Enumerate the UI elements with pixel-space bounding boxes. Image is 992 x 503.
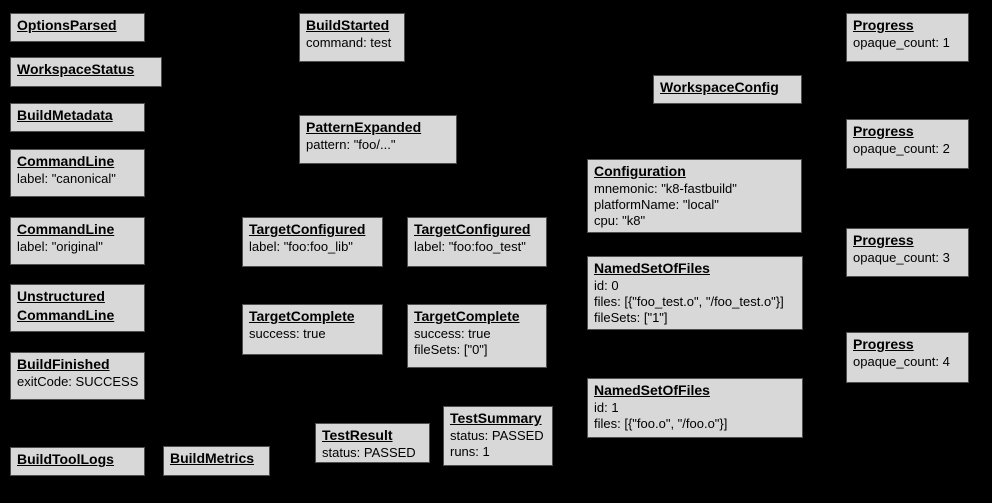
event-box-build-metrics: BuildMetrics bbox=[163, 446, 270, 476]
event-title: Configuration bbox=[594, 163, 686, 179]
event-box-target-complete-foo-lib: TargetComplete success: true bbox=[242, 304, 383, 355]
event-box-test-summary: TestSummary status: PASSED runs: 1 bbox=[443, 406, 553, 466]
event-title: BuildMetrics bbox=[170, 450, 255, 466]
event-attribute: platformName: "local" bbox=[594, 197, 719, 212]
event-attribute: runs: 1 bbox=[450, 444, 490, 459]
event-box-named-set-of-files-0: NamedSetOfFiles id: 0 files: [{"foo_test… bbox=[587, 256, 803, 330]
event-attribute: fileSets: ["0"] bbox=[414, 342, 488, 357]
event-box-build-started: BuildStarted command: test bbox=[299, 13, 405, 62]
event-title: Progress bbox=[853, 336, 914, 352]
event-box-progress-3: Progress opaque_count: 3 bbox=[846, 228, 969, 277]
event-title: NamedSetOfFiles bbox=[594, 260, 710, 276]
event-attribute: label: "foo:foo_lib" bbox=[249, 239, 353, 254]
event-box-unstructured-command-line: Unstructured CommandLine bbox=[10, 284, 145, 332]
event-attribute: exitCode: SUCCESS bbox=[17, 374, 139, 389]
event-title: BuildToolLogs bbox=[17, 451, 114, 467]
event-attribute: id: 1 bbox=[594, 400, 619, 415]
event-box-target-configured-foo-lib: TargetConfigured label: "foo:foo_lib" bbox=[242, 217, 383, 267]
event-attribute: opaque_count: 4 bbox=[853, 354, 950, 369]
event-box-workspace-config: WorkspaceConfig bbox=[653, 75, 802, 104]
event-attribute: status: PASSED bbox=[450, 428, 544, 443]
event-attribute: mnemonic: "k8-fastbuild" bbox=[594, 181, 737, 196]
event-attribute: command: test bbox=[306, 35, 392, 50]
event-box-command-line-original: CommandLine label: "original" bbox=[10, 217, 145, 265]
event-box-build-metadata: BuildMetadata bbox=[10, 103, 145, 132]
event-box-test-result: TestResult status: PASSED bbox=[315, 423, 430, 463]
event-box-progress-2: Progress opaque_count: 2 bbox=[846, 119, 969, 169]
event-box-named-set-of-files-1: NamedSetOfFiles id: 1 files: [{"foo.o", … bbox=[587, 378, 803, 438]
event-attribute: opaque_count: 1 bbox=[853, 35, 950, 50]
event-title: BuildStarted bbox=[306, 17, 390, 33]
event-box-command-line-canonical: CommandLine label: "canonical" bbox=[10, 149, 145, 197]
event-box-progress-1: Progress opaque_count: 1 bbox=[846, 13, 969, 62]
event-attribute: label: "canonical" bbox=[17, 171, 116, 186]
event-box-target-complete-foo-test: TargetComplete success: true fileSets: [… bbox=[407, 304, 547, 368]
event-attribute: id: 0 bbox=[594, 278, 619, 293]
event-attribute: opaque_count: 2 bbox=[853, 141, 950, 156]
event-title: WorkspaceConfig bbox=[660, 79, 779, 95]
event-title: Progress bbox=[853, 17, 914, 33]
event-attribute: fileSets: ["1"] bbox=[594, 310, 668, 325]
event-attribute: cpu: "k8" bbox=[594, 213, 646, 228]
event-title: CommandLine bbox=[17, 221, 115, 237]
event-title: Progress bbox=[853, 232, 914, 248]
event-title: OptionsParsed bbox=[17, 17, 117, 33]
event-title: TargetConfigured bbox=[414, 221, 531, 237]
event-attribute: label: "foo:foo_test" bbox=[414, 239, 526, 254]
event-attribute: success: true bbox=[249, 326, 326, 341]
event-title: PatternExpanded bbox=[306, 119, 422, 135]
event-attribute: files: [{"foo_test.o", "/foo_test.o"}] bbox=[594, 294, 784, 309]
event-attribute: status: PASSED bbox=[322, 445, 416, 460]
event-box-build-tool-logs: BuildToolLogs bbox=[10, 447, 145, 476]
event-title: NamedSetOfFiles bbox=[594, 382, 710, 398]
event-box-build-finished: BuildFinished exitCode: SUCCESS bbox=[10, 352, 145, 400]
event-title: CommandLine bbox=[17, 153, 115, 169]
event-title: BuildFinished bbox=[17, 356, 110, 372]
event-title: TargetConfigured bbox=[249, 221, 366, 237]
event-title: Unstructured CommandLine bbox=[17, 288, 115, 323]
event-title: BuildMetadata bbox=[17, 107, 113, 123]
event-box-configuration: Configuration mnemonic: "k8-fastbuild" p… bbox=[587, 159, 802, 233]
event-title: WorkspaceStatus bbox=[17, 61, 135, 77]
event-attribute: label: "original" bbox=[17, 239, 103, 254]
event-box-pattern-expanded: PatternExpanded pattern: "foo/..." bbox=[299, 115, 457, 164]
event-attribute: files: [{"foo.o", "/foo.o"}] bbox=[594, 416, 728, 431]
event-title: TargetComplete bbox=[414, 308, 520, 324]
event-attribute: opaque_count: 3 bbox=[853, 250, 950, 265]
event-box-options-parsed: OptionsParsed bbox=[10, 13, 145, 42]
event-box-workspace-status: WorkspaceStatus bbox=[10, 57, 162, 87]
event-box-progress-4: Progress opaque_count: 4 bbox=[846, 332, 969, 383]
event-title: TestSummary bbox=[450, 410, 542, 426]
event-title: Progress bbox=[853, 123, 914, 139]
event-attribute: success: true bbox=[414, 326, 491, 341]
event-box-target-configured-foo-test: TargetConfigured label: "foo:foo_test" bbox=[407, 217, 547, 267]
event-title: TestResult bbox=[322, 427, 393, 443]
event-title: TargetComplete bbox=[249, 308, 355, 324]
event-attribute: pattern: "foo/..." bbox=[306, 137, 396, 152]
